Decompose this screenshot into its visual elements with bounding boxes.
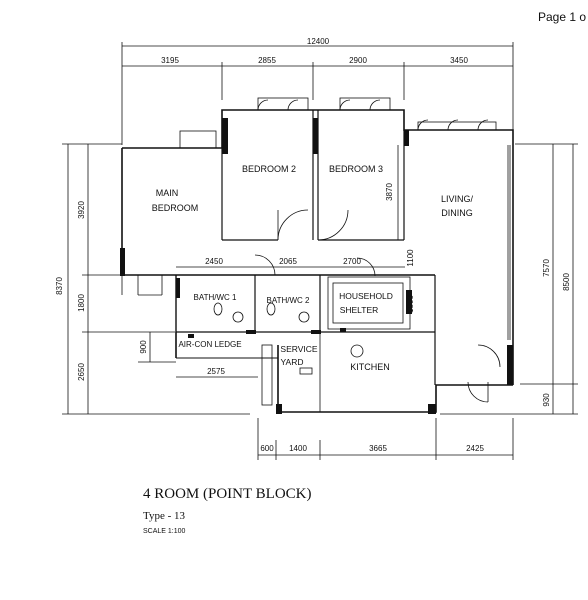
room-bath-wc-2: BATH/WC 2 xyxy=(267,296,311,305)
dim-left-1: 3920 xyxy=(77,201,86,219)
dim-left-outer: 8370 xyxy=(55,277,64,295)
page-number-label: Page 1 o xyxy=(538,10,587,24)
dim-left-3: 2650 xyxy=(77,363,86,381)
room-service-yard-line1: SERVICE xyxy=(280,344,317,354)
room-living-line1: LIVING/ xyxy=(441,194,474,204)
room-kitchen: KITCHEN xyxy=(350,362,390,372)
dim-2700: 2700 xyxy=(343,257,361,266)
dim-right-outer: 8500 xyxy=(562,273,571,291)
room-bedroom-2: BEDROOM 2 xyxy=(242,164,296,174)
dim-left-2: 1800 xyxy=(77,294,86,312)
room-main-bedroom-line1: MAIN xyxy=(156,188,179,198)
dim-top-1: 3195 xyxy=(161,56,179,65)
room-bath-wc-1: BATH/WC 1 xyxy=(194,293,238,302)
dim-bottom-2: 1400 xyxy=(289,444,307,453)
room-service-yard-line2: YARD xyxy=(281,357,304,367)
dim-overall-width: 12400 xyxy=(307,37,330,46)
dim-right-2: 930 xyxy=(542,393,551,407)
dim-top-4: 3450 xyxy=(450,56,468,65)
dim-2450: 2450 xyxy=(205,257,223,266)
dim-3870: 3870 xyxy=(385,183,394,201)
dim-1100: 1100 xyxy=(406,249,415,267)
dim-900: 900 xyxy=(139,340,148,354)
room-shelter-line1: HOUSEHOLD xyxy=(339,291,393,301)
dim-top-2: 2855 xyxy=(258,56,276,65)
plan-type: Type - 13 xyxy=(143,510,185,522)
room-living-line2: DINING xyxy=(441,208,473,218)
plan-scale: SCALE 1:100 xyxy=(143,528,186,535)
dim-right-1: 7570 xyxy=(542,259,551,277)
dim-bottom-1: 600 xyxy=(260,444,274,453)
dim-top-3: 2900 xyxy=(349,56,367,65)
dim-2065: 2065 xyxy=(279,257,297,266)
dim-1800-inner: 1800 xyxy=(406,295,415,313)
room-shelter-line2: SHELTER xyxy=(340,305,379,315)
dim-bottom-4: 2425 xyxy=(466,444,484,453)
dim-2575: 2575 xyxy=(207,367,225,376)
room-main-bedroom-line2: BEDROOM xyxy=(152,203,199,213)
plan-title: 4 ROOM (POINT BLOCK) xyxy=(143,486,312,502)
room-bedroom-3: BEDROOM 3 xyxy=(329,164,383,174)
room-aircon-ledge: AIR-CON LEDGE xyxy=(178,340,241,349)
dim-bottom-3: 3665 xyxy=(369,444,387,453)
